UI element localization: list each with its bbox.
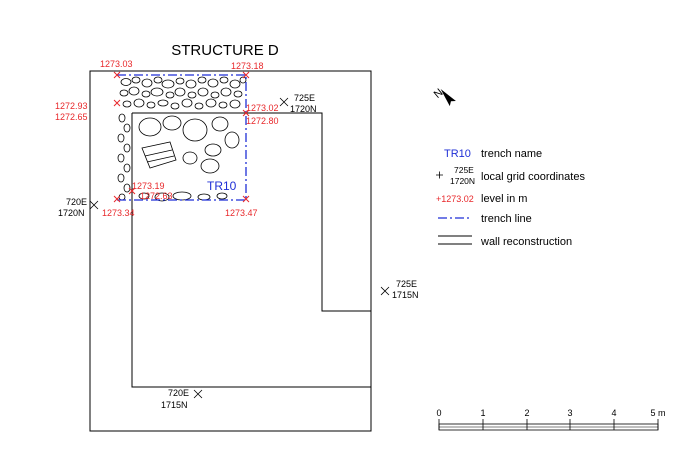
grid-label-n: 1715N bbox=[161, 400, 188, 410]
grid-label-e: 725E bbox=[294, 93, 315, 103]
north-label: N bbox=[432, 87, 446, 101]
level-label: 1272.65 bbox=[55, 112, 88, 122]
grid-markers bbox=[89, 97, 390, 399]
level-label: 1272.93 bbox=[55, 101, 88, 111]
legend-grid-icon bbox=[436, 171, 443, 179]
grid-label-e: 725E bbox=[396, 279, 417, 289]
legend-grid-sample-n: 1720N bbox=[450, 176, 475, 186]
grid-label-n: 1720N bbox=[58, 208, 85, 218]
scale-tick-label: 4 bbox=[611, 408, 616, 418]
level-markers bbox=[113, 71, 250, 203]
scale-bar: 0 1 2 3 4 5 m bbox=[436, 408, 666, 431]
grid-label-n: 1715N bbox=[392, 290, 419, 300]
scale-tick-label: 2 bbox=[524, 408, 529, 418]
legend-grid-sample-e: 725E bbox=[454, 165, 474, 175]
legend-trench-sample: TR10 bbox=[444, 148, 471, 160]
level-label: 1273.19 bbox=[132, 181, 165, 191]
north-arrow-icon: N bbox=[432, 87, 456, 107]
level-label: 1273.34 bbox=[102, 208, 135, 218]
legend-level-label: level in m bbox=[481, 193, 527, 205]
plan-title: STRUCTURE D bbox=[171, 42, 279, 59]
legend-trench-label: trench name bbox=[481, 148, 542, 160]
legend-level-sample: +1273.02 bbox=[436, 194, 474, 204]
legend-wall-icon bbox=[438, 235, 472, 245]
level-label: 1273.47 bbox=[225, 208, 258, 218]
grid-label-e: 720E bbox=[66, 197, 87, 207]
outer-wall bbox=[89, 70, 372, 432]
grid-label-n: 1720N bbox=[290, 104, 317, 114]
stone-rubble bbox=[117, 76, 247, 202]
scale-tick-label: 1 bbox=[480, 408, 485, 418]
legend-trench-line-label: trench line bbox=[481, 213, 532, 225]
scale-tick-label: 0 bbox=[436, 408, 441, 418]
scale-tick-label: 5 m bbox=[650, 408, 665, 418]
level-label: 1273.03 bbox=[100, 59, 133, 69]
trench-line bbox=[117, 74, 247, 201]
trench-name: TR10 bbox=[207, 179, 237, 193]
legend: TR10 trench name 725E 1720N local grid c… bbox=[436, 148, 585, 248]
scale-tick-label: 3 bbox=[567, 408, 572, 418]
level-label: 1273.18 bbox=[231, 61, 264, 71]
grid-label-e: 720E bbox=[168, 388, 189, 398]
level-label: 1273.02 bbox=[246, 103, 279, 113]
level-label: 1272.80 bbox=[246, 116, 279, 126]
legend-wall-label: wall reconstruction bbox=[480, 236, 572, 248]
legend-grid-label: local grid coordinates bbox=[481, 171, 585, 183]
level-label: 1272.63 bbox=[140, 191, 173, 201]
inner-wall bbox=[131, 112, 371, 388]
